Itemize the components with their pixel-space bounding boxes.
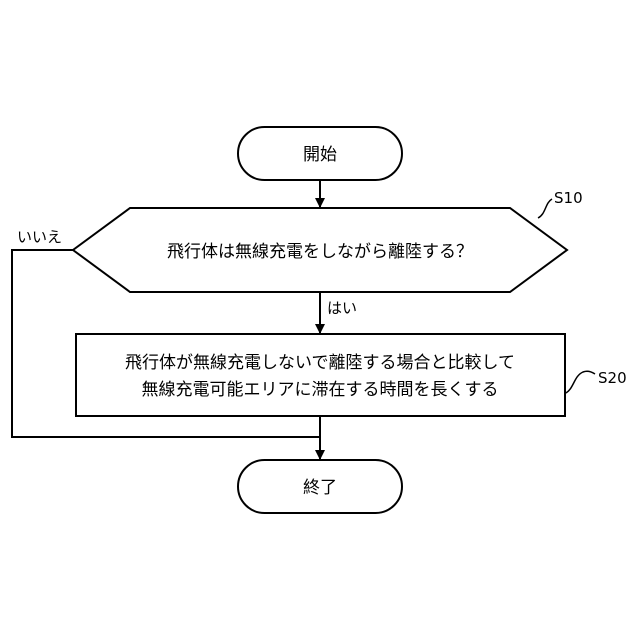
leader-s20 (566, 371, 595, 393)
start-label: 開始 (303, 145, 337, 165)
step-label-s20: S20 (598, 369, 627, 387)
end-label: 終了 (303, 478, 337, 498)
leader-s10 (538, 199, 552, 218)
step-label-s10: S10 (554, 189, 583, 207)
decision-label: 飛行体は無線充電をしながら離陸する？ (167, 242, 473, 262)
process-label-line2: 無線充電可能エリアに滞在する時間を長くする (142, 380, 499, 400)
process-label-line1: 飛行体が無線充電しないで離陸する場合と比較して (125, 353, 515, 373)
no-label: いいえ (17, 228, 62, 246)
yes-label: はい (327, 299, 357, 317)
process-box (76, 334, 565, 416)
